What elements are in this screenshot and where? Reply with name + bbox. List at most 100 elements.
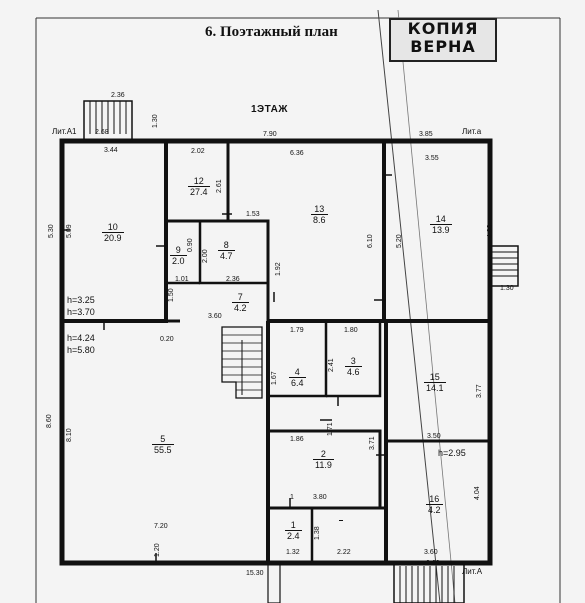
room-area: 13.9 [432,225,450,235]
room-number: 12 [188,176,210,187]
dimension-label: 1.86 [290,436,304,443]
dimension-label: 1 [290,494,294,501]
dimension-label: 2.00 [202,249,209,263]
room-number: 5 [152,434,174,445]
dimension-label: 3.77 [476,384,483,398]
room-number: 1 [285,520,302,531]
room-area: 14.1 [426,383,444,393]
dimension-label: 3.80 [313,494,327,501]
dimension-label: 1.38 [314,526,321,540]
dimension-label: 2.02 [191,148,205,155]
room-number: 16 [426,494,443,505]
entry-bottom-left [267,562,281,603]
dimension-label: 2.22 [337,549,351,556]
ceiling-height: h=4.24 [67,333,95,343]
porch-bottom [393,562,465,603]
room-area: 2.4 [287,531,300,541]
room-area: 2.0 [172,256,185,266]
room-area: 55.5 [154,445,172,455]
dimension-label: 4.98 [487,224,494,238]
dimension-label: 3.60 [424,549,438,556]
room-number: 10 [102,222,124,233]
porch-right-steps [490,251,518,277]
liter-a-lower-label: Лит.а [462,127,482,136]
dimension-label: 3.60 [426,560,440,567]
dimension-label: 5.30 [48,224,55,238]
dimension-label: 1.79 [290,327,304,334]
room-number: 3 [345,356,362,367]
dimension-label: 1.71 [327,422,334,436]
room-number: 13 [311,204,328,215]
dimension-label: 6.36 [290,150,304,157]
room-area: 4.7 [220,251,233,261]
room-number: 2 [313,449,334,460]
dimension-label: 3.85 [419,131,433,138]
ceiling-height: h=5.80 [67,345,95,355]
room-area: 20.9 [104,233,122,243]
dimension-label: 1.01 [175,276,189,283]
porch-bottom-steps [399,566,455,603]
dimension-label: 0.90 [187,238,194,252]
room-number: 4 [289,367,306,378]
dimension-label: 3.60 [208,313,222,320]
wall-room-2 [268,429,382,508]
dimension-label: 5.09 [66,224,73,238]
dimension-label: 5.20 [396,234,403,248]
liter-a-upper-label: Лит.А [462,567,483,576]
wall-room-8-9 [166,219,270,321]
dimension-label: 3.71 [369,436,376,450]
stair-outline [221,326,263,399]
dimension-label: 1.80 [344,327,358,334]
dimension-label: 1.30 [500,285,514,292]
dimension-label: 1.32 [286,549,300,556]
dimension-label: 6.10 [367,234,374,248]
dimension-label: 8.10 [66,428,73,442]
dimension-label: 1.30 [152,114,159,128]
dimension-label: 0.20 [160,336,174,343]
room-16 [339,520,343,521]
ceiling-height: h=3.25 [67,295,95,305]
stamp-line-2: ВЕРНА [410,37,476,56]
ceiling-height: h=3.70 [67,307,95,317]
wall-room-3 [326,321,382,398]
dimension-label: 2.36 [111,92,125,99]
dimension-label: 1.50 [168,288,175,302]
stamp-line-1: КОПИЯ [407,19,479,38]
dimension-label: 2.36 [226,276,240,283]
floor-label: 1ЭТАЖ [251,104,288,115]
dimension-label: 7.20 [154,523,168,530]
dimension-label: 2.61 [216,179,223,193]
room-number [339,520,343,521]
room-number: 8 [218,240,235,251]
porch-top-steps [89,101,127,134]
room-number: 9 [170,245,187,256]
dimension-label: 3.44 [104,147,118,154]
dimension-label: 8.60 [46,414,53,428]
dimension-label: 1.20 [154,543,161,557]
dimension-label: 1.92 [275,262,282,276]
room-area: 4.2 [428,505,441,515]
room-area: 4.2 [234,303,247,313]
liter-a1-label: Лит.А1 [52,127,77,136]
scan-line-2 [397,9,456,603]
room-area: 8.6 [313,215,326,225]
room-area: 27.4 [190,187,208,197]
dimension-label: 7.90 [263,131,277,138]
room-number: 14 [430,214,452,225]
room-area: 11.9 [315,460,332,470]
